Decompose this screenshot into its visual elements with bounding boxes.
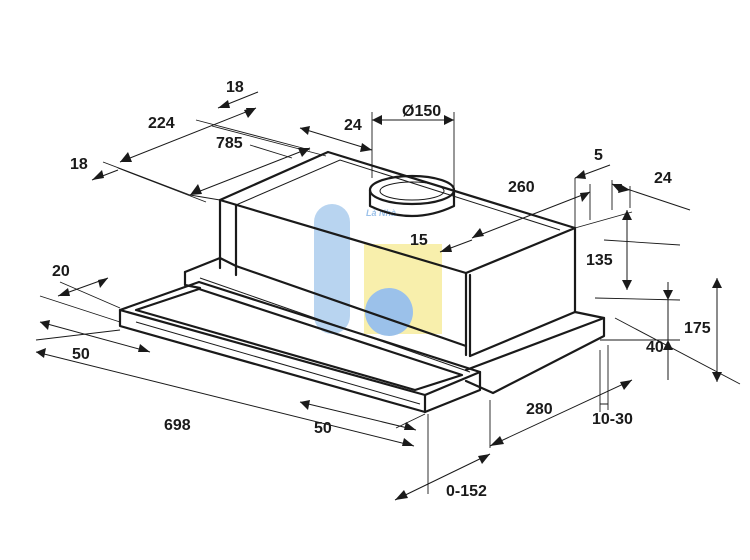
hood-left-face bbox=[218, 198, 238, 277]
dim-line-280 bbox=[489, 379, 633, 447]
label-698: 698 bbox=[164, 417, 191, 434]
watermark-bar bbox=[314, 204, 350, 334]
label-20: 20 bbox=[52, 263, 70, 280]
hood-front-face bbox=[464, 271, 472, 358]
pull-out-panel bbox=[118, 280, 482, 414]
outlet-inner bbox=[379, 181, 445, 201]
label-18-top: 18 bbox=[226, 79, 244, 96]
label-5: 5 bbox=[594, 147, 603, 164]
dim-line-785 bbox=[189, 147, 311, 196]
watermark-circle bbox=[365, 288, 413, 336]
label-0-152: 0-152 bbox=[446, 483, 487, 500]
label-785: 785 bbox=[216, 135, 243, 152]
dim-line-50-left bbox=[39, 321, 151, 353]
label-280: 280 bbox=[526, 401, 553, 418]
label-24-top: 24 bbox=[344, 117, 362, 134]
label-50-bottom: 50 bbox=[314, 420, 332, 437]
base-plate-left bbox=[183, 270, 202, 290]
label-175: 175 bbox=[684, 320, 711, 337]
dim-line-24-top bbox=[299, 127, 373, 151]
exhaust-outlet bbox=[368, 174, 456, 218]
base-plate bbox=[183, 256, 468, 348]
label-15: 15 bbox=[410, 232, 428, 249]
label-18-left: 18 bbox=[70, 156, 88, 173]
label-10-30: 10-30 bbox=[592, 411, 633, 428]
dim-line-260 bbox=[471, 191, 591, 239]
dimension-labels: 18 224 18 785 24 Ø150 5 24 260 15 135 17… bbox=[52, 79, 711, 500]
arrowheads bbox=[36, 100, 722, 500]
dim-line-0-152 bbox=[394, 453, 491, 501]
label-150: Ø150 bbox=[402, 103, 441, 120]
label-224: 224 bbox=[148, 115, 175, 132]
label-50-left: 50 bbox=[72, 346, 90, 363]
outlet-wall bbox=[368, 188, 456, 218]
label-40: 40 bbox=[646, 339, 664, 356]
hood-base-front bbox=[464, 310, 606, 372]
label-135: 135 bbox=[586, 252, 613, 269]
panel-inner bbox=[134, 287, 464, 392]
label-260: 260 bbox=[508, 179, 535, 196]
label-24-right: 24 bbox=[654, 170, 672, 187]
panel-top bbox=[118, 280, 482, 397]
hood-top-edge-inner bbox=[235, 159, 561, 231]
watermark-text: Là Nhà bbox=[366, 208, 396, 218]
dim-line-698 bbox=[35, 351, 415, 447]
dim-line-50-bottom bbox=[299, 401, 417, 431]
hood-right-face bbox=[464, 226, 606, 395]
extension-lines bbox=[35, 112, 741, 494]
panel-bottom-lip bbox=[135, 321, 421, 405]
panel-right bbox=[423, 370, 482, 414]
dim-line-224 bbox=[119, 107, 257, 163]
